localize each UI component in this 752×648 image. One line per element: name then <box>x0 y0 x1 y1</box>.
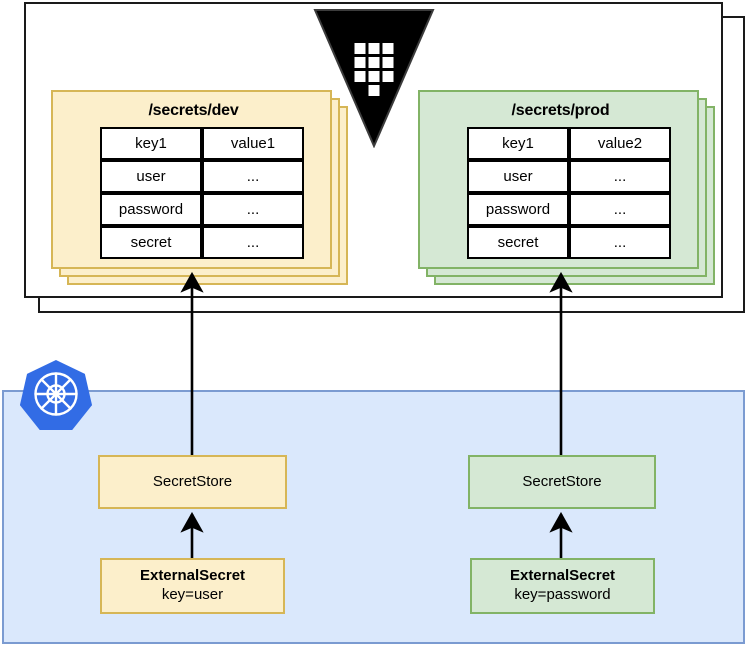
cell-key: user <box>100 160 202 193</box>
table-row: password ... <box>100 193 304 226</box>
card-front-layer: /secrets/dev key1 value1 user ... passwo… <box>51 90 332 269</box>
cell-key: key1 <box>467 127 569 160</box>
externalsecret-dev-label: ExternalSecret <box>139 567 246 585</box>
secretstore-prod-box[interactable]: SecretStore <box>468 455 656 509</box>
secretstore-dev-box[interactable]: SecretStore <box>98 455 287 509</box>
table-row: key1 value2 <box>467 127 671 160</box>
cell-value: ... <box>202 193 304 226</box>
cell-key: secret <box>467 226 569 259</box>
externalsecret-prod-box[interactable]: ExternalSecret key=password <box>470 558 655 614</box>
vault-secret-card-dev: /secrets/dev key1 value1 user ... passwo… <box>51 90 351 290</box>
secretstore-dev-label: SecretStore <box>152 472 233 490</box>
externalsecret-prod-label: ExternalSecret <box>509 567 616 585</box>
cell-key: password <box>100 193 202 226</box>
cell-value: ... <box>202 226 304 259</box>
card-title: /secrets/prod <box>511 102 610 119</box>
externalsecret-dev-box[interactable]: ExternalSecret key=user <box>100 558 285 614</box>
externalsecret-dev-key: key=user <box>161 586 224 603</box>
cell-key: password <box>467 193 569 226</box>
secretstore-prod-label: SecretStore <box>522 472 602 490</box>
secret-key-value-table: key1 value2 user ... password ... secret… <box>467 127 671 259</box>
hashicorp-vault-logo <box>313 8 435 148</box>
table-row: user ... <box>100 160 304 193</box>
table-row: secret ... <box>467 226 671 259</box>
table-row: password ... <box>467 193 671 226</box>
table-row: secret ... <box>100 226 304 259</box>
cell-key: key1 <box>100 127 202 160</box>
cell-value: ... <box>202 160 304 193</box>
vault-secret-card-prod: /secrets/prod key1 value2 user ... passw… <box>418 90 718 290</box>
cell-value: ... <box>569 160 671 193</box>
externalsecret-prod-key: key=password <box>514 586 611 603</box>
cell-value: value1 <box>202 127 304 160</box>
secret-key-value-table: key1 value1 user ... password ... secret… <box>100 127 304 259</box>
cell-key: user <box>467 160 569 193</box>
card-front-layer: /secrets/prod key1 value2 user ... passw… <box>418 90 699 269</box>
table-row: key1 value1 <box>100 127 304 160</box>
cell-value: ... <box>569 226 671 259</box>
kubernetes-logo <box>20 358 92 430</box>
table-row: user ... <box>467 160 671 193</box>
cell-key: secret <box>100 226 202 259</box>
card-title: /secrets/dev <box>148 102 239 119</box>
cell-value: value2 <box>569 127 671 160</box>
cell-value: ... <box>569 193 671 226</box>
